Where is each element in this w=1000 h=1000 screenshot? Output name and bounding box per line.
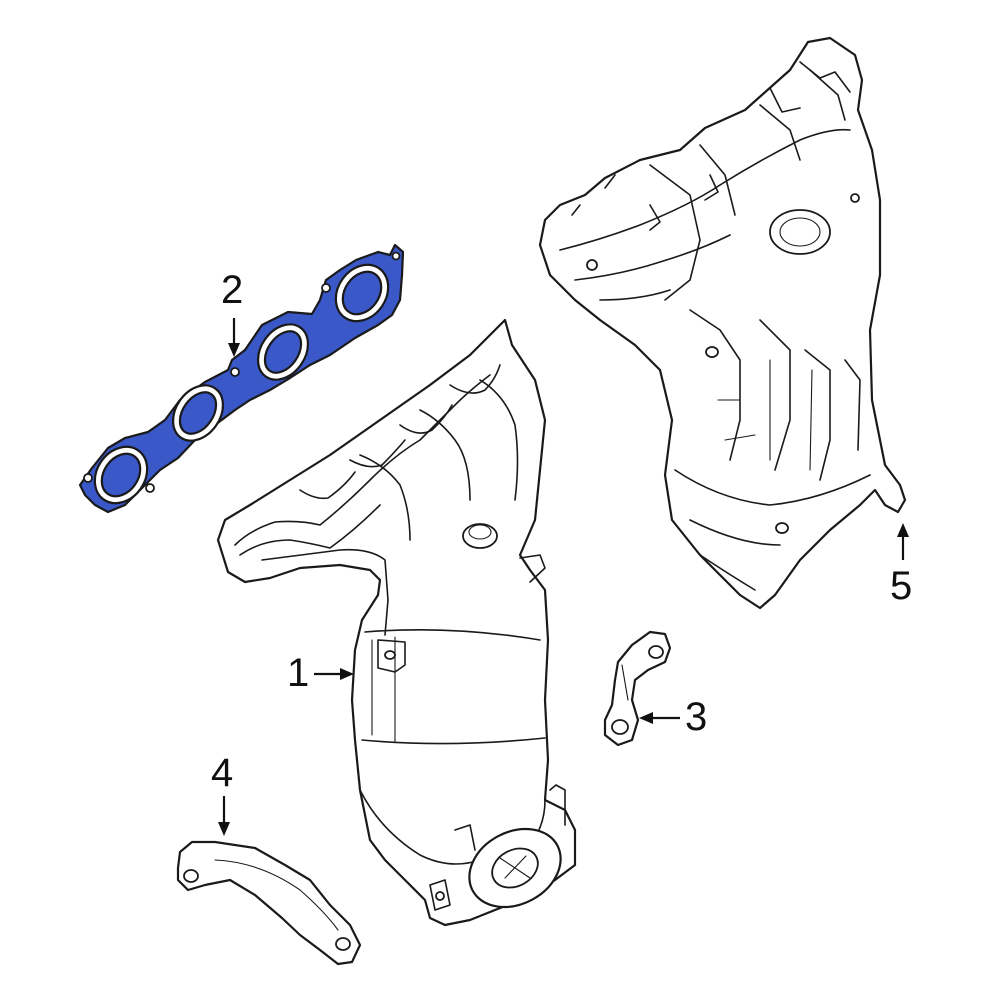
callout-arrow-5 xyxy=(897,523,909,560)
callout-label-3: 3 xyxy=(685,695,708,739)
heat-shield[interactable] xyxy=(538,36,907,610)
callout-label-5: 5 xyxy=(890,564,913,608)
manifold-gasket[interactable] xyxy=(78,243,405,514)
callout-label-2: 2 xyxy=(221,268,244,312)
exhaust-manifold[interactable] xyxy=(216,318,577,927)
callout-arrow-1 xyxy=(314,668,354,680)
callout-label-1: 1 xyxy=(287,651,310,695)
gasket-body xyxy=(78,243,405,514)
callout-arrow-2 xyxy=(228,318,240,357)
callout-label-4: 4 xyxy=(211,751,234,795)
callout-arrow-3 xyxy=(639,712,680,724)
small-bracket[interactable] xyxy=(603,630,672,747)
callout-arrow-4 xyxy=(218,796,230,836)
support-bracket[interactable] xyxy=(176,840,362,966)
